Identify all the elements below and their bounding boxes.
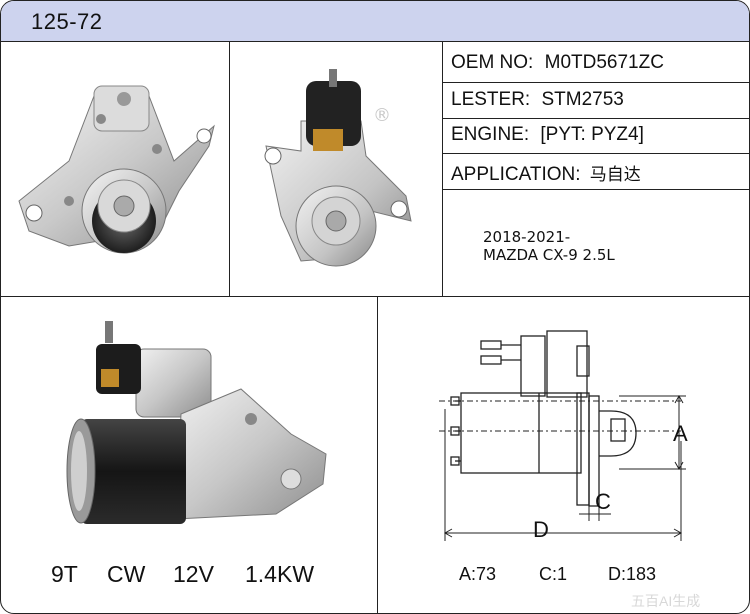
divider (1, 296, 749, 297)
registered-mark: ® (373, 105, 391, 126)
spec-rotation: CW (107, 561, 146, 587)
spec-teeth: 9T (51, 561, 78, 587)
spec-power: 1.4KW (245, 561, 315, 587)
divider (442, 82, 749, 83)
dimension-label-d: D (533, 517, 549, 542)
starter-front-photo (18, 85, 215, 254)
oem-number-row: OEM NO: M0TD5671ZC (451, 52, 664, 74)
oem-label: OEM NO: (451, 52, 534, 73)
dimension-label-a: A (673, 421, 688, 446)
divider (377, 296, 378, 613)
application-value: 马自达 (589, 165, 641, 185)
divider (229, 41, 230, 296)
dimension-c-value: C:1 (539, 564, 568, 584)
divider (442, 189, 749, 190)
lester-row: LESTER: STM2753 (451, 89, 624, 111)
application-label: APPLICATION: (451, 164, 581, 185)
divider (442, 153, 749, 154)
spec-voltage: 12V (173, 561, 214, 587)
oem-value: M0TD5671ZC (544, 52, 664, 73)
application-years: 2018-2021- (483, 228, 571, 246)
starter-rear-photo: ® (264, 69, 412, 267)
application-model: MAZDA CX-9 2.5L (483, 246, 615, 264)
header-bar: 125-72 (1, 1, 749, 42)
lester-label: LESTER: (451, 89, 531, 110)
dimension-label-c: C (595, 489, 611, 514)
engine-label: ENGINE: (451, 124, 530, 145)
watermark: 五百AI生成 (631, 593, 701, 609)
divider (442, 41, 443, 296)
application-row: APPLICATION: 马自达 (451, 160, 641, 186)
dimension-d-value: D:183 (608, 564, 657, 584)
starter-side-photo (66, 321, 327, 524)
engine-row: ENGINE: [PYT: PYZ4] (451, 124, 644, 146)
lester-value: STM2753 (541, 89, 624, 110)
divider (442, 118, 749, 119)
dimension-diagram: A C D (439, 330, 688, 542)
dimension-a-value: A:73 (459, 564, 497, 584)
part-number-title: 125-72 (31, 9, 103, 34)
engine-value: [PYT: PYZ4] (540, 124, 644, 145)
application-details: 2018-2021- MAZDA CX-9 2.5L (483, 228, 615, 264)
